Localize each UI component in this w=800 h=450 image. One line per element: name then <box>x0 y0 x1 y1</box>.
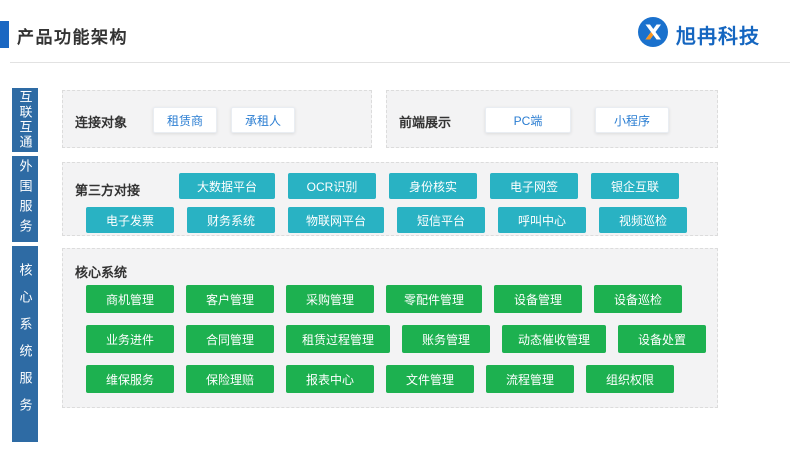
header-divider <box>10 62 790 63</box>
sidebar-segment-interconnect: 互联互通 <box>12 88 38 152</box>
node-parts-mgmt: 零配件管理 <box>386 285 482 313</box>
node-equipment-disposal: 设备处置 <box>618 325 706 353</box>
company-name: 旭冉科技 <box>676 26 760 48</box>
node-e-signature: 电子网签 <box>490 173 578 199</box>
third-party-row-2: 电子发票 财务系统 物联网平台 短信平台 呼叫中心 视频巡检 <box>86 207 687 233</box>
node-iot-platform: 物联网平台 <box>288 207 384 233</box>
node-identity-verify: 身份核实 <box>389 173 477 199</box>
node-equipment-mgmt: 设备管理 <box>494 285 582 313</box>
node-process-mgmt: 流程管理 <box>486 365 574 393</box>
node-sms-platform: 短信平台 <box>397 207 485 233</box>
sidebar-segment-peripheral-services: 外围服务 <box>12 156 38 242</box>
node-maintenance-service: 维保服务 <box>86 365 174 393</box>
core-row-3: 维保服务 保险理赔 报表中心 文件管理 流程管理 组织权限 <box>86 365 674 393</box>
node-purchase-mgmt: 采购管理 <box>286 285 374 313</box>
core-row-1: 商机管理 客户管理 采购管理 零配件管理 设备管理 设备巡检 <box>86 285 682 313</box>
panel-title-frontend-display: 前端展示 <box>399 115 452 130</box>
node-lease-process-mgmt: 租赁过程管理 <box>286 325 390 353</box>
node-finance-system: 财务系统 <box>187 207 275 233</box>
chip-lessor: 租赁商 <box>153 107 217 133</box>
node-org-permissions: 组织权限 <box>586 365 674 393</box>
core-row-2: 业务进件 合同管理 租赁过程管理 账务管理 动态催收管理 设备处置 <box>86 325 706 353</box>
node-opportunity-mgmt: 商机管理 <box>86 285 174 313</box>
page-title: 产品功能架构 <box>17 28 128 47</box>
panel-title-connect-objects: 连接对象 <box>75 115 128 130</box>
node-file-mgmt: 文件管理 <box>386 365 474 393</box>
node-bank-enterprise: 银企互联 <box>591 173 679 199</box>
sidebar: 互联互通 外围服务 核心系统服务 <box>12 88 38 442</box>
node-report-center: 报表中心 <box>286 365 374 393</box>
panel-core-system: 核心系统 商机管理 客户管理 采购管理 零配件管理 设备管理 设备巡检 业务进件… <box>62 248 718 408</box>
node-business-intake: 业务进件 <box>86 325 174 353</box>
panel-connect-objects: 连接对象 租赁商 承租人 <box>62 90 372 148</box>
company-logo-icon <box>637 16 669 53</box>
panel-frontend-display: 前端展示 PC端 小程序 <box>386 90 718 148</box>
node-accounting-mgmt: 账务管理 <box>402 325 490 353</box>
chip-mini-program: 小程序 <box>595 107 669 133</box>
panel-title-third-party: 第三方对接 <box>75 183 141 198</box>
chip-pc-client: PC端 <box>485 107 571 133</box>
node-dynamic-collection: 动态催收管理 <box>502 325 606 353</box>
panel-third-party: 第三方对接 大数据平台 OCR识别 身份核实 电子网签 银企互联 电子发票 财务… <box>62 162 718 236</box>
node-equipment-inspect: 设备巡检 <box>594 285 682 313</box>
sidebar-segment-core-system-services: 核心系统服务 <box>12 246 38 442</box>
panel-title-core-system: 核心系统 <box>75 265 128 280</box>
node-call-center: 呼叫中心 <box>498 207 586 233</box>
node-insurance-claims: 保险理赔 <box>186 365 274 393</box>
company-logo: 旭冉科技 <box>637 16 760 53</box>
node-customer-mgmt: 客户管理 <box>186 285 274 313</box>
node-big-data-platform: 大数据平台 <box>179 173 275 199</box>
title-accent-bar <box>0 21 9 48</box>
node-e-invoice: 电子发票 <box>86 207 174 233</box>
node-contract-mgmt: 合同管理 <box>186 325 274 353</box>
node-video-inspect: 视频巡检 <box>599 207 687 233</box>
node-ocr-recognition: OCR识别 <box>288 173 376 199</box>
chip-lessee: 承租人 <box>231 107 295 133</box>
third-party-row-1: 大数据平台 OCR识别 身份核实 电子网签 银企互联 <box>179 173 679 199</box>
